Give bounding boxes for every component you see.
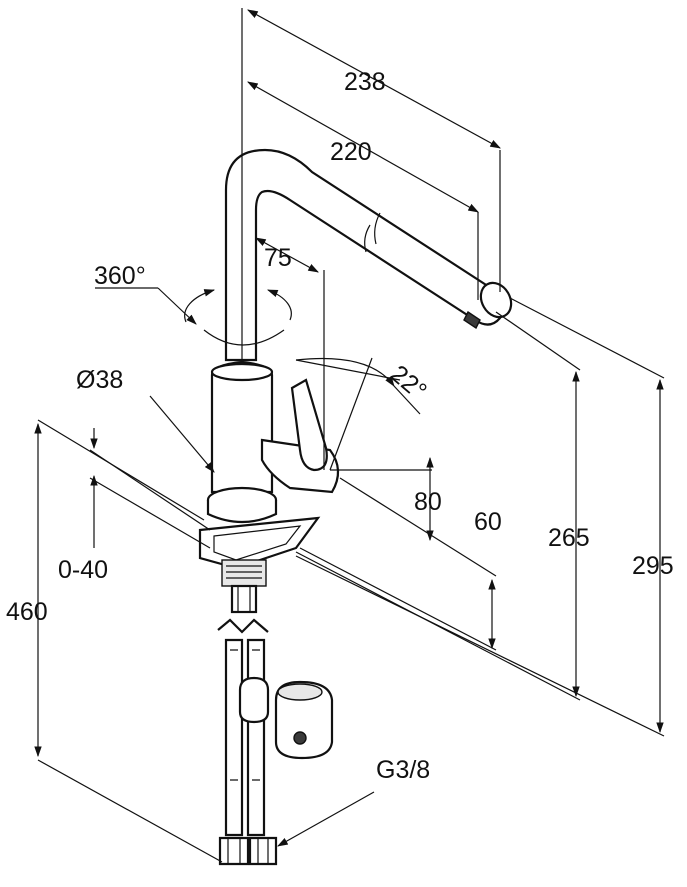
dim-diameter-38: Ø38 bbox=[76, 366, 123, 394]
dim-22-degree: 22° bbox=[385, 360, 432, 406]
dim-460: 460 bbox=[6, 598, 48, 626]
dim-220: 220 bbox=[330, 138, 372, 166]
dim-75: 75 bbox=[264, 244, 292, 272]
dim-295: 295 bbox=[632, 552, 674, 580]
dim-360-degree: 360° bbox=[94, 262, 146, 290]
dim-80: 80 bbox=[414, 488, 442, 516]
dim-0-40: 0-40 bbox=[58, 556, 108, 584]
dimension-lines bbox=[34, 8, 665, 863]
dim-238: 238 bbox=[344, 68, 386, 96]
dim-265: 265 bbox=[548, 524, 590, 552]
dim-60: 60 bbox=[474, 508, 502, 536]
dimension-labels: 238 220 360° 75 22° Ø38 80 60 0-40 265 2… bbox=[6, 68, 674, 784]
dim-thread-g3-8: G3/8 bbox=[376, 756, 430, 784]
faucet-body bbox=[198, 148, 513, 866]
